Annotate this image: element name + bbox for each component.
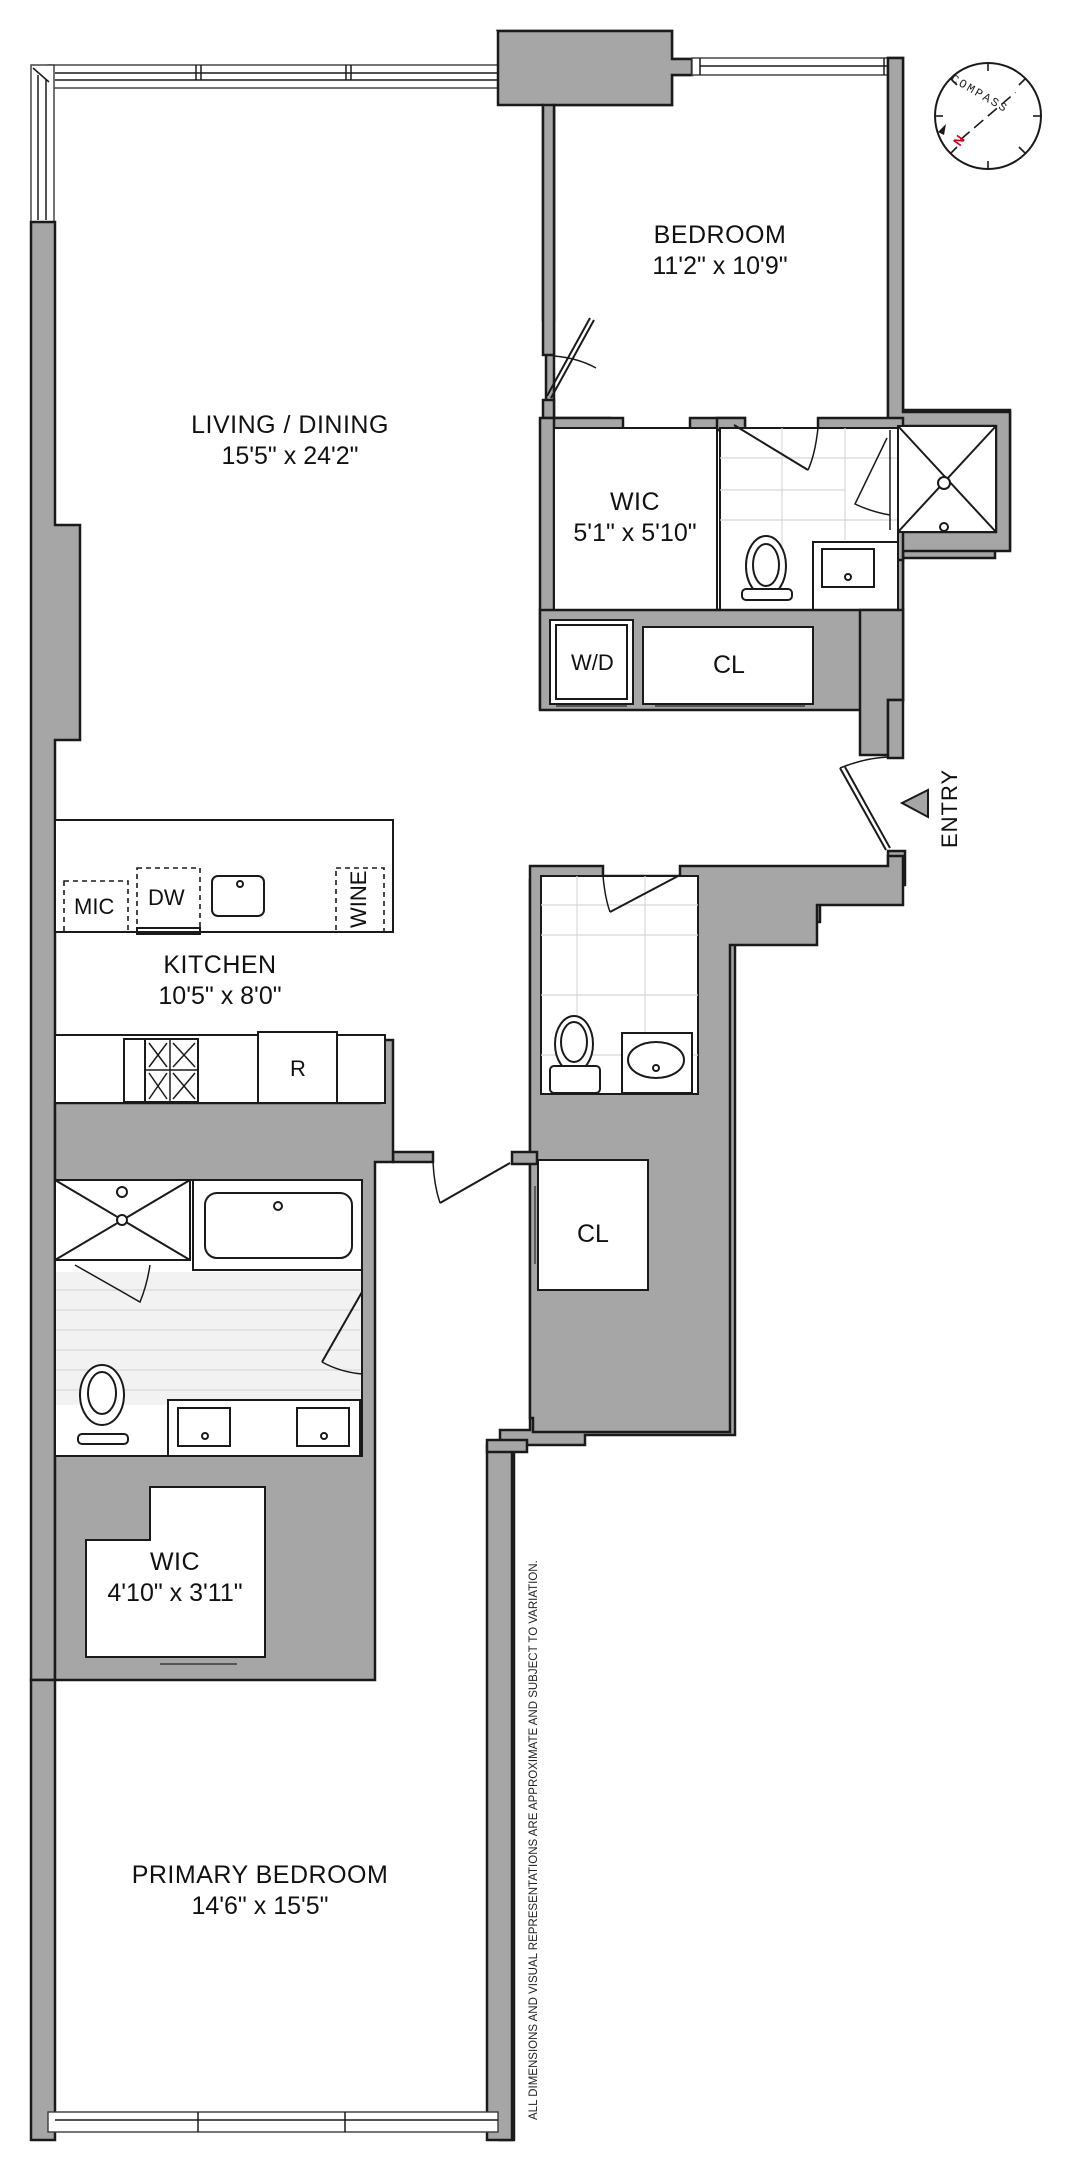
- entry-arrow-icon: [899, 788, 929, 819]
- entry-door: [839, 756, 891, 851]
- bedroom-door: [546, 317, 597, 399]
- room-primary-bedroom: PRIMARY BEDROOM 14'6" x 15'5": [110, 1860, 410, 1921]
- label-wine: WINE: [346, 870, 371, 928]
- kitchen-sink: [211, 875, 265, 917]
- label-closet-1: CL: [713, 651, 745, 679]
- room-name: KITCHEN: [163, 951, 277, 979]
- room-dimensions: 10'5" x 8'0": [158, 981, 282, 1010]
- room-wic-1: WIC 5'1" x 5'10": [545, 487, 725, 548]
- compass-icon: [934, 62, 1042, 170]
- room-wic-2: WIC 4'10" x 3'11": [85, 1547, 265, 1608]
- room-dimensions: 11'2" x 10'9": [652, 251, 788, 280]
- room-name: LIVING / DINING: [191, 411, 389, 439]
- room-dimensions: 14'6" x 15'5": [191, 1891, 329, 1920]
- toilet-icon: [741, 535, 793, 601]
- label-microwave: MIC: [74, 894, 115, 919]
- room-dimensions: 15'5" x 24'2": [221, 441, 359, 470]
- wic-2-floor: [85, 1486, 266, 1658]
- bedroom-top-window: [691, 57, 889, 76]
- room-name: WIC: [149, 1548, 201, 1576]
- closet-1: [642, 626, 814, 705]
- living-top-window: [47, 64, 501, 89]
- room-kitchen: KITCHEN 10'5" x 8'0": [120, 950, 320, 1011]
- label-refrigerator: R: [290, 1056, 306, 1081]
- disclaimer-text: ALL DIMENSIONS AND VISUAL REPRESENTATION…: [528, 1560, 540, 2120]
- wic-1-floor: [553, 427, 718, 611]
- refrigerator: [257, 1031, 338, 1104]
- room-dimensions: 4'10" x 3'11": [107, 1578, 243, 1607]
- burner-icons: [148, 1042, 196, 1100]
- living-left-window: [30, 64, 55, 223]
- room-name: WIC: [609, 488, 661, 516]
- primary-bedroom-window: [47, 2111, 499, 2133]
- label-closet-2: CL: [577, 1220, 609, 1248]
- room-living-dining: LIVING / DINING 15'5" x 24'2": [160, 410, 420, 471]
- closet-2: [537, 1159, 649, 1291]
- room-dimensions: 5'1" x 5'10": [573, 518, 697, 547]
- room-bedroom: BEDROOM 11'2" x 10'9": [620, 220, 820, 281]
- room-name: PRIMARY BEDROOM: [131, 1861, 389, 1889]
- room-name: BEDROOM: [653, 221, 787, 249]
- label-wd: W/D: [571, 650, 614, 675]
- entry-label: ENTRY: [937, 768, 962, 848]
- label-dishwasher: DW: [148, 885, 185, 910]
